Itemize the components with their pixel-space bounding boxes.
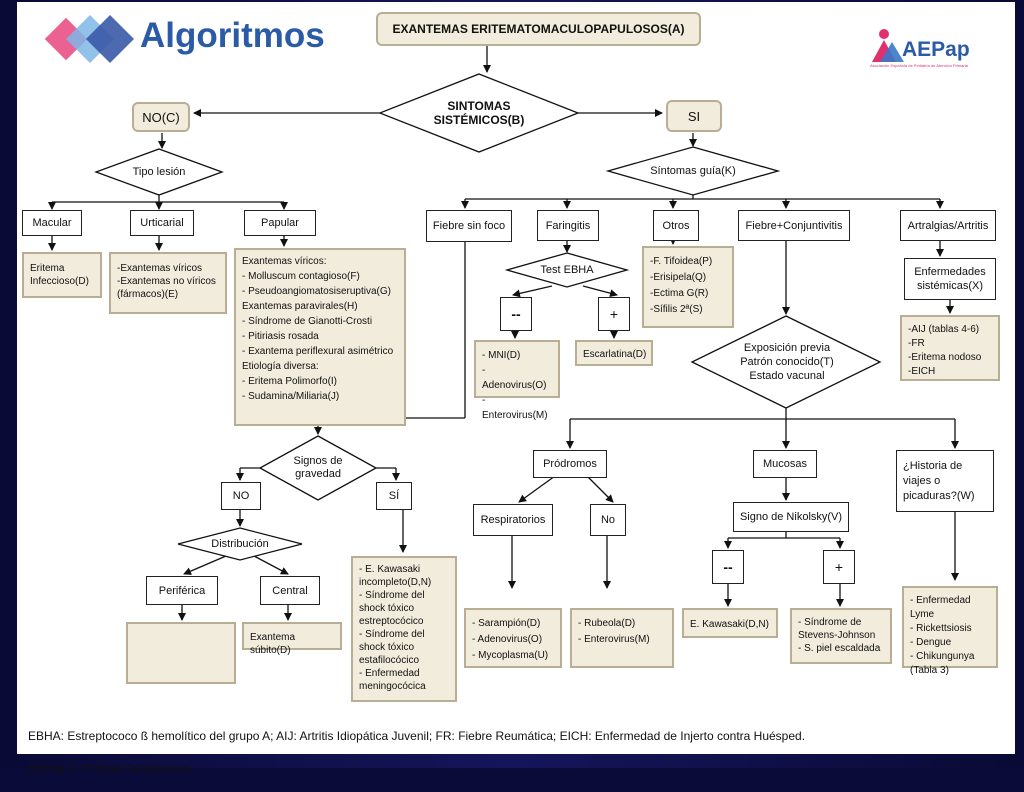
minus2-label: -- <box>723 559 733 575</box>
tipo-lesion-diamond <box>94 148 224 196</box>
tipo-lesion-label: Tipo lesión <box>132 166 186 178</box>
otros-note: -F. Tifoidea(P) -Erisipela(Q) -Ectima G(… <box>642 246 734 328</box>
macular-box: Macular <box>22 210 82 236</box>
grav-si-label: SÍ <box>388 490 400 502</box>
fiebre-sin-foco-box: Fiebre sin foco <box>426 210 512 242</box>
respiratorios-note: - Sarampión(D) - Adenovirus(O) - Mycopla… <box>464 608 562 668</box>
stevens-note: - Síndrome de Stevens-Johnson - S. piel … <box>790 608 892 664</box>
artralgias-label: Artralgias/Artritis <box>907 219 989 232</box>
historia-box: ¿Historia de viajes o picaduras?(W) <box>896 450 994 512</box>
faringitis-neg-note: - MNI(D) - Adenovirus(O) - Enterovirus(M… <box>474 340 560 421</box>
plus2-label: + <box>834 559 844 575</box>
artralgias-note: -AIJ (tablas 4-6) -FR -Eritema nodoso -E… <box>900 315 1000 381</box>
no-branch-box: NO(C) <box>132 102 190 132</box>
periferica-box: Periférica <box>146 576 218 605</box>
escarlatina-note: Escarlatina(D) <box>575 340 653 366</box>
test-ebha-diamond <box>504 252 630 288</box>
urticarial-label: Urticarial <box>140 217 184 229</box>
si-branch-box: SI <box>666 100 722 132</box>
otros-label: Otros <box>662 219 690 232</box>
main-title-text: EXANTEMAS ERITEMATOMACULOPAPULOSOS(A) <box>392 22 685 36</box>
subito-note: Exantema súbito(D) <box>242 622 342 656</box>
prodromos-label: Pródromos <box>543 458 597 470</box>
no-branch-label: NO(C) <box>142 109 180 125</box>
algoritmos-title: Algoritmos <box>140 16 325 55</box>
central-box: Central <box>260 576 320 605</box>
distribucion-label: Distribución <box>211 538 269 550</box>
urticarial-note: -Exantemas víricos -Exantemas no víricos… <box>109 252 227 314</box>
otros-box: Otros <box>653 210 699 241</box>
artralgias-box: Artralgias/Artritis <box>900 210 996 241</box>
nikolsky-box: Signo de Nikolsky(V) <box>733 502 849 532</box>
aepap-logo-text: AEPap <box>902 38 970 61</box>
exposicion-diamond <box>690 315 882 409</box>
slide: Algoritmos EXANTEMAS ERITEMATOMACULOPAPU… <box>0 0 1024 775</box>
prod-no-box: No <box>590 504 626 536</box>
sintomas-guia-label: Síntomas guía(K) <box>650 165 736 177</box>
nikolsky-label: Signo de Nikolsky(V) <box>739 511 843 523</box>
periferica-label: Periférica <box>158 584 206 597</box>
plus2-box: + <box>823 550 855 584</box>
eritema-note: Eritema Infeccioso(D) <box>22 252 102 298</box>
minus1-label: -- <box>511 306 521 322</box>
faringitis-label: Faringitis <box>545 219 591 232</box>
signos-gravedad-diamond <box>258 435 378 501</box>
respiratorios-box: Respiratorios <box>473 504 553 536</box>
grav-si-box: SÍ <box>376 482 412 510</box>
signos-gravedad-label: Signos de gravedad <box>293 455 343 480</box>
papular-note: Exantemas víricos: - Molluscum contagios… <box>234 248 406 426</box>
aepap-logo-subtitle: Asociación Española de Pediatría de Aten… <box>870 63 968 68</box>
distribucion-diamond <box>177 527 303 561</box>
main-title: EXANTEMAS ERITEMATOMACULOPAPULOSOS(A) <box>376 12 701 46</box>
central-label: Central <box>272 584 308 597</box>
fiebre-conjuntivitis-box: Fiebre+Conjuntivitis <box>738 210 850 241</box>
footer-legend: EBHA: Estreptococo ß hemolítico del grup… <box>28 712 988 792</box>
historia-label: ¿Historia de viajes o picaduras?(W) <box>903 459 975 502</box>
kawasaki-note: E. Kawasaki(D,N) <box>682 608 778 638</box>
aepap-logo-icon <box>872 29 904 62</box>
algoritmos-logo-icon <box>44 14 135 64</box>
sintomas-guia-diamond <box>605 146 781 196</box>
papular-box: Papular <box>244 210 316 236</box>
minus2-box: -- <box>712 550 744 584</box>
minus1-box: -- <box>500 297 532 331</box>
prodromos-box: Pródromos <box>533 450 607 478</box>
exposicion-label: Exposición previa Patrón conocido(T) Est… <box>740 342 834 382</box>
faringitis-box: Faringitis <box>537 210 599 241</box>
plus1-box: + <box>598 297 630 331</box>
lyme-note: - Enfermedad Lyme - Rickettsiosis - Deng… <box>902 586 998 676</box>
test-ebha-label: Test EBHA <box>540 264 594 276</box>
urticarial-box: Urticarial <box>130 210 194 236</box>
fiebre-sin-foco-label: Fiebre sin foco <box>432 220 506 232</box>
papular-label: Papular <box>261 217 299 229</box>
enf-sistemicas-label: Enfermedades sistémicas(X) <box>914 266 986 292</box>
macular-label: Macular <box>32 217 72 229</box>
footer-line-1: EBHA: Estreptococo ß hemolítico del grup… <box>28 729 806 743</box>
footer-line-2: Ectima G: Ectima Gangrenoso <box>28 761 191 775</box>
fiebre-conjuntivitis-label: Fiebre+Conjuntivitis <box>745 219 843 232</box>
plus1-label: + <box>609 306 619 322</box>
mucosas-box: Mucosas <box>753 450 817 478</box>
rubeola-note: - Rubeola(D) - Enterovirus(M) <box>570 608 674 668</box>
systemic-diamond <box>378 73 580 153</box>
prod-no-label: No <box>600 514 616 526</box>
mucosas-label: Mucosas <box>762 458 808 470</box>
grav-no-label: NO <box>232 490 250 502</box>
enf-sistemicas-box: Enfermedades sistémicas(X) <box>904 258 996 300</box>
grav-no-box: NO <box>221 482 261 510</box>
systemic-label: SINTOMAS SISTÉMICOS(B) <box>433 99 525 127</box>
guante-note <box>126 622 236 684</box>
si-branch-label: SI <box>687 108 701 124</box>
kawasaki-list-note: - E. Kawasaki incompleto(D,N) - Síndrome… <box>351 556 457 702</box>
respiratorios-label: Respiratorios <box>480 514 546 526</box>
